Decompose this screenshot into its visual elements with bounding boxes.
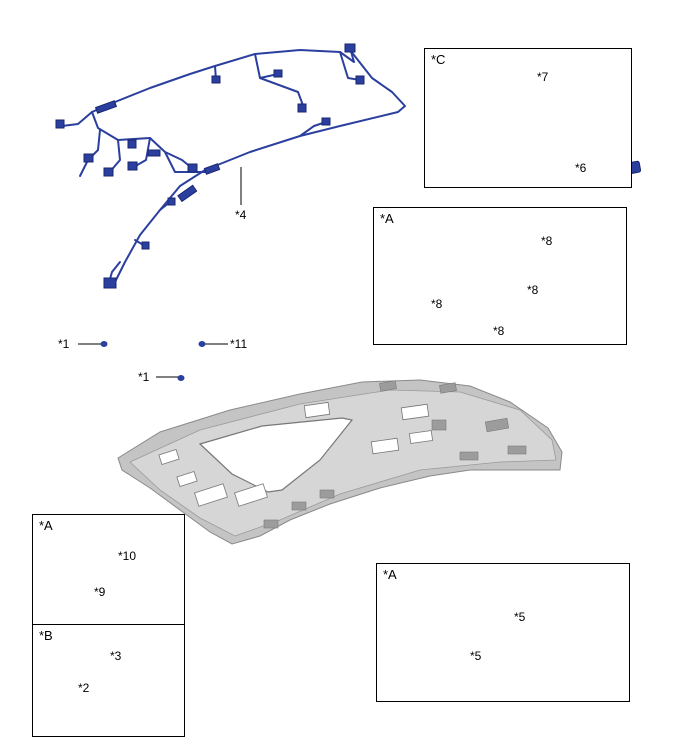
callout-8-right-top: *8 xyxy=(541,234,553,248)
callout-8-right: *8 xyxy=(527,283,539,297)
box-b-title: *B xyxy=(39,628,53,643)
clip-1b-part xyxy=(177,375,185,381)
box-a-top-title: *A xyxy=(380,211,394,226)
clip-11-part xyxy=(198,341,206,347)
callout-10: *10 xyxy=(118,549,137,563)
callout-2: *2 xyxy=(78,681,90,695)
callout-1a: *1 xyxy=(58,337,70,351)
callout-3: *3 xyxy=(110,649,122,663)
box-c: *C xyxy=(424,48,632,188)
box-a-right-title: *A xyxy=(383,567,397,582)
box-a-right: *A xyxy=(376,563,630,702)
roof-headliner xyxy=(117,379,563,545)
box-a-top: *A xyxy=(373,207,627,345)
roof-wire-harness xyxy=(61,47,406,287)
callout-9: *9 xyxy=(94,585,106,599)
box-a-left-title: *A xyxy=(39,518,53,533)
clip-1a-part xyxy=(100,341,108,347)
callout-8-left: *8 xyxy=(431,297,443,311)
callout-11: *11 xyxy=(230,337,248,351)
box-c-title: *C xyxy=(431,52,446,67)
callout-6: *6 xyxy=(575,161,587,175)
harness-connectors xyxy=(55,43,365,289)
callout-7: *7 xyxy=(537,70,549,84)
callout-4: *4 xyxy=(235,208,247,222)
callout-1b: *1 xyxy=(138,370,150,384)
callout-5-top: *5 xyxy=(514,610,526,624)
callout-8-center: *8 xyxy=(493,324,505,338)
box-a-left: *A xyxy=(32,514,185,625)
box-b: *B xyxy=(32,624,185,737)
callout-5-bottom: *5 xyxy=(470,649,482,663)
